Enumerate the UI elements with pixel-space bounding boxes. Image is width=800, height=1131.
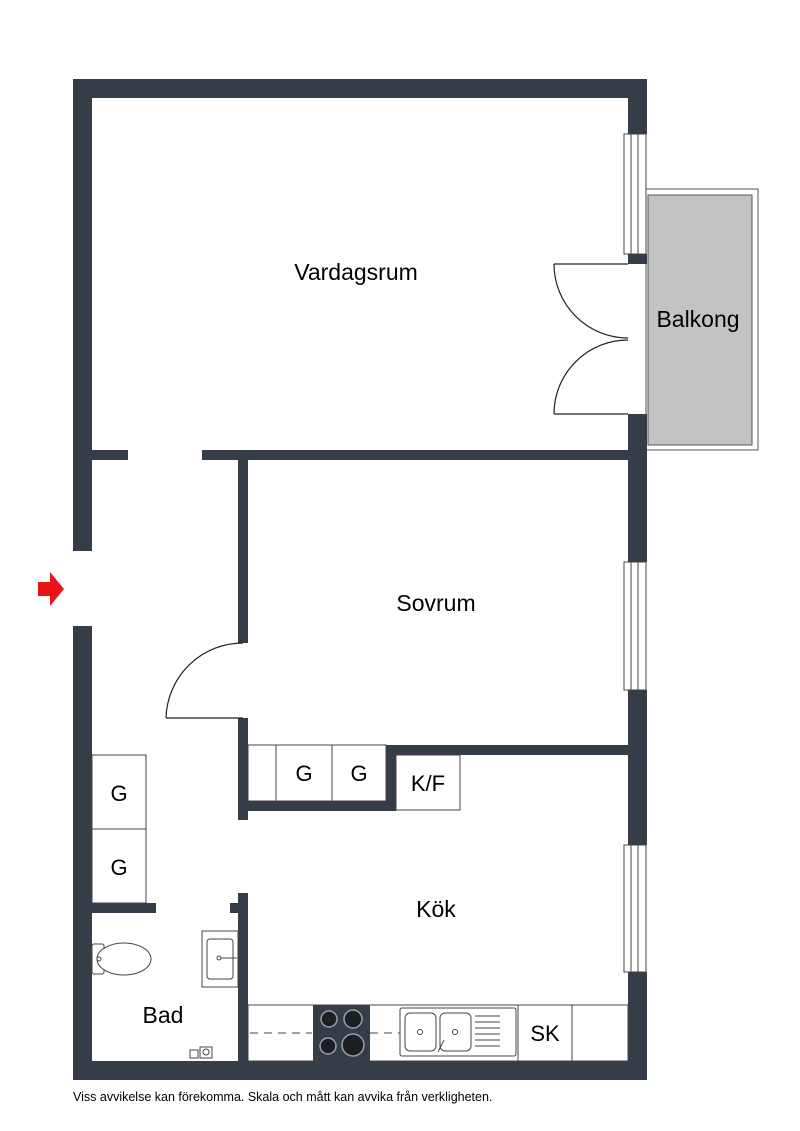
entrance-arrow-icon	[38, 572, 64, 606]
room-label-balcony: Balkong	[656, 306, 739, 332]
window-living-room	[623, 133, 647, 255]
disclaimer-text: Viss avvikelse kan förekomma. Skala och …	[73, 1090, 493, 1104]
room-label-bathroom: Bad	[143, 1002, 184, 1028]
room-label-living-room: Vardagsrum	[294, 259, 418, 285]
dishwasher	[517, 1004, 573, 1062]
interior-walls	[92, 450, 628, 1061]
bathroom-sink	[201, 930, 239, 988]
bedroom-wardrobes	[247, 744, 387, 802]
window-kitchen	[623, 844, 647, 973]
bedroom-door	[165, 642, 245, 719]
wardrobe-label: G	[350, 761, 367, 786]
balcony	[645, 188, 759, 451]
fridge-freezer-label: K/F	[411, 771, 445, 796]
outer-walls	[73, 79, 647, 1080]
toilet	[91, 942, 152, 976]
hall-wardrobes	[91, 754, 147, 904]
wardrobe-label: G	[110, 781, 127, 806]
kitchen-counter	[247, 1004, 629, 1062]
wardrobe-label: G	[110, 855, 127, 880]
balcony-door	[553, 263, 630, 415]
stove	[313, 1005, 370, 1061]
dishwasher-label: SK	[530, 1021, 560, 1046]
floor-drain-icon	[189, 1046, 213, 1059]
fridge-freezer	[395, 754, 461, 811]
bathroom-fixtures	[91, 930, 239, 1059]
room-label-kitchen: Kök	[416, 896, 456, 922]
windows	[623, 133, 647, 973]
wardrobe-label: G	[295, 761, 312, 786]
room-label-bedroom: Sovrum	[396, 590, 475, 616]
kitchen-sink	[399, 1007, 517, 1057]
window-bedroom	[623, 561, 647, 691]
